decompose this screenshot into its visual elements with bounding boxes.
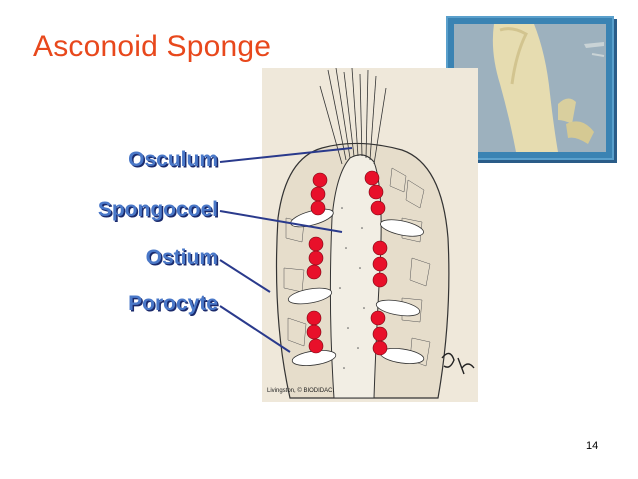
spongocoel-leader xyxy=(219,210,343,233)
asconoid-diagram xyxy=(262,67,478,407)
porocyte-label: Porocyte xyxy=(128,292,218,315)
sponge-photo xyxy=(446,16,614,160)
osculum-leader xyxy=(219,147,353,163)
ostium-label: Ostium xyxy=(145,246,218,269)
porocyte-leader xyxy=(219,305,291,353)
sponge-photo-image xyxy=(454,24,606,152)
spongocoel-label: Spongocoel xyxy=(97,198,218,221)
osculum-label: Osculum xyxy=(128,148,218,171)
image-credit: Livingston, © BIODIDAC. xyxy=(267,388,335,394)
ostium-leader xyxy=(219,259,271,293)
slide-title: Asconoid Sponge xyxy=(33,30,272,63)
page-number: 14 xyxy=(586,440,599,452)
